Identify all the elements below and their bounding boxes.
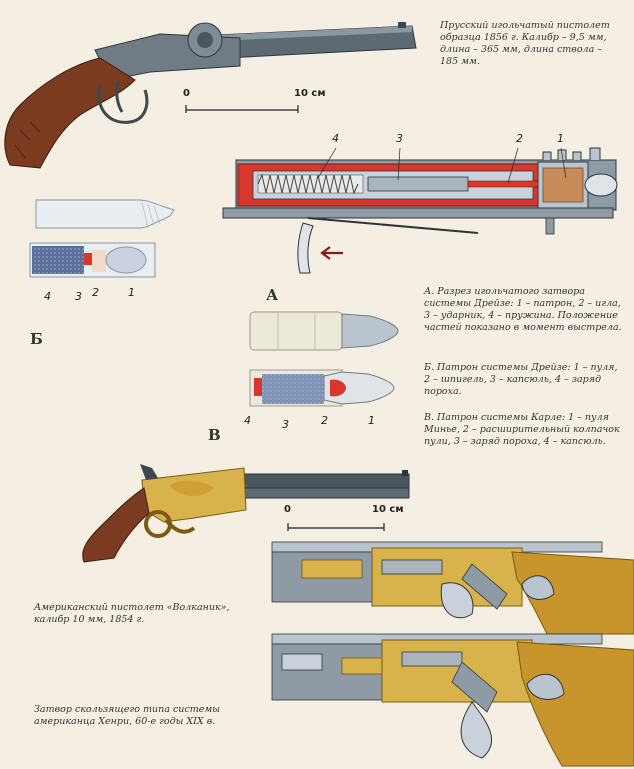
carle-label-1: 1	[368, 414, 375, 427]
caption-a: А. Разрез игольчатого затвора системы Др…	[424, 286, 622, 333]
dreyse-cartridge-whole	[35, 199, 175, 229]
dreyse-label-2: 2	[92, 286, 99, 299]
dreyse-bolt-section	[222, 147, 618, 274]
henry-bolt-view-2	[271, 633, 634, 767]
scale-top-ten: 10 см	[294, 88, 326, 99]
label-b: Б	[30, 330, 43, 348]
caption-b: Б. Патрон системы Дрейзе: 1 – пуля, 2 – …	[424, 362, 618, 397]
spring	[257, 173, 364, 195]
caption-v: В. Патрон системы Карле: 1 – пуля Минье,…	[424, 412, 620, 447]
carle-cartridge-section	[249, 369, 395, 407]
carle-label-3: 3	[282, 418, 289, 431]
carle-label-2: 2	[321, 414, 328, 427]
volcanic-caption: Американский пистолет «Волканик», калибр…	[34, 602, 230, 625]
bolt-label-4: 4	[332, 132, 339, 145]
henry-bolt-view-1	[271, 541, 634, 635]
scale-mid-ten: 10 см	[372, 504, 404, 515]
bolt-label-1: 1	[557, 132, 564, 145]
dreyse-label-3: 3	[75, 290, 82, 303]
scale-mid-zero: 0	[284, 504, 291, 515]
dreyse-cartridge-section	[29, 242, 156, 278]
label-a: А	[266, 286, 279, 304]
henry-caption: Затвор скользящего типа системы американ…	[34, 704, 220, 727]
dreyse-label-4: 4	[44, 290, 51, 303]
carle-label-4: 4	[244, 414, 251, 427]
bolt-label-3: 3	[396, 132, 403, 145]
scale-bar-mid	[287, 523, 385, 531]
prussian-pistol-caption: Прусский игольчатый пистолет образца 185…	[440, 20, 610, 67]
volcanic-pistol-illustration	[82, 464, 410, 563]
label-v: В	[208, 426, 221, 444]
carle-cartridge-whole	[249, 311, 399, 351]
bolt-label-2: 2	[516, 132, 523, 145]
scale-bar-top	[185, 105, 299, 113]
dreyse-label-1: 1	[128, 286, 135, 299]
prussian-pistol-illustration	[4, 22, 417, 169]
scale-top-zero: 0	[183, 88, 190, 99]
